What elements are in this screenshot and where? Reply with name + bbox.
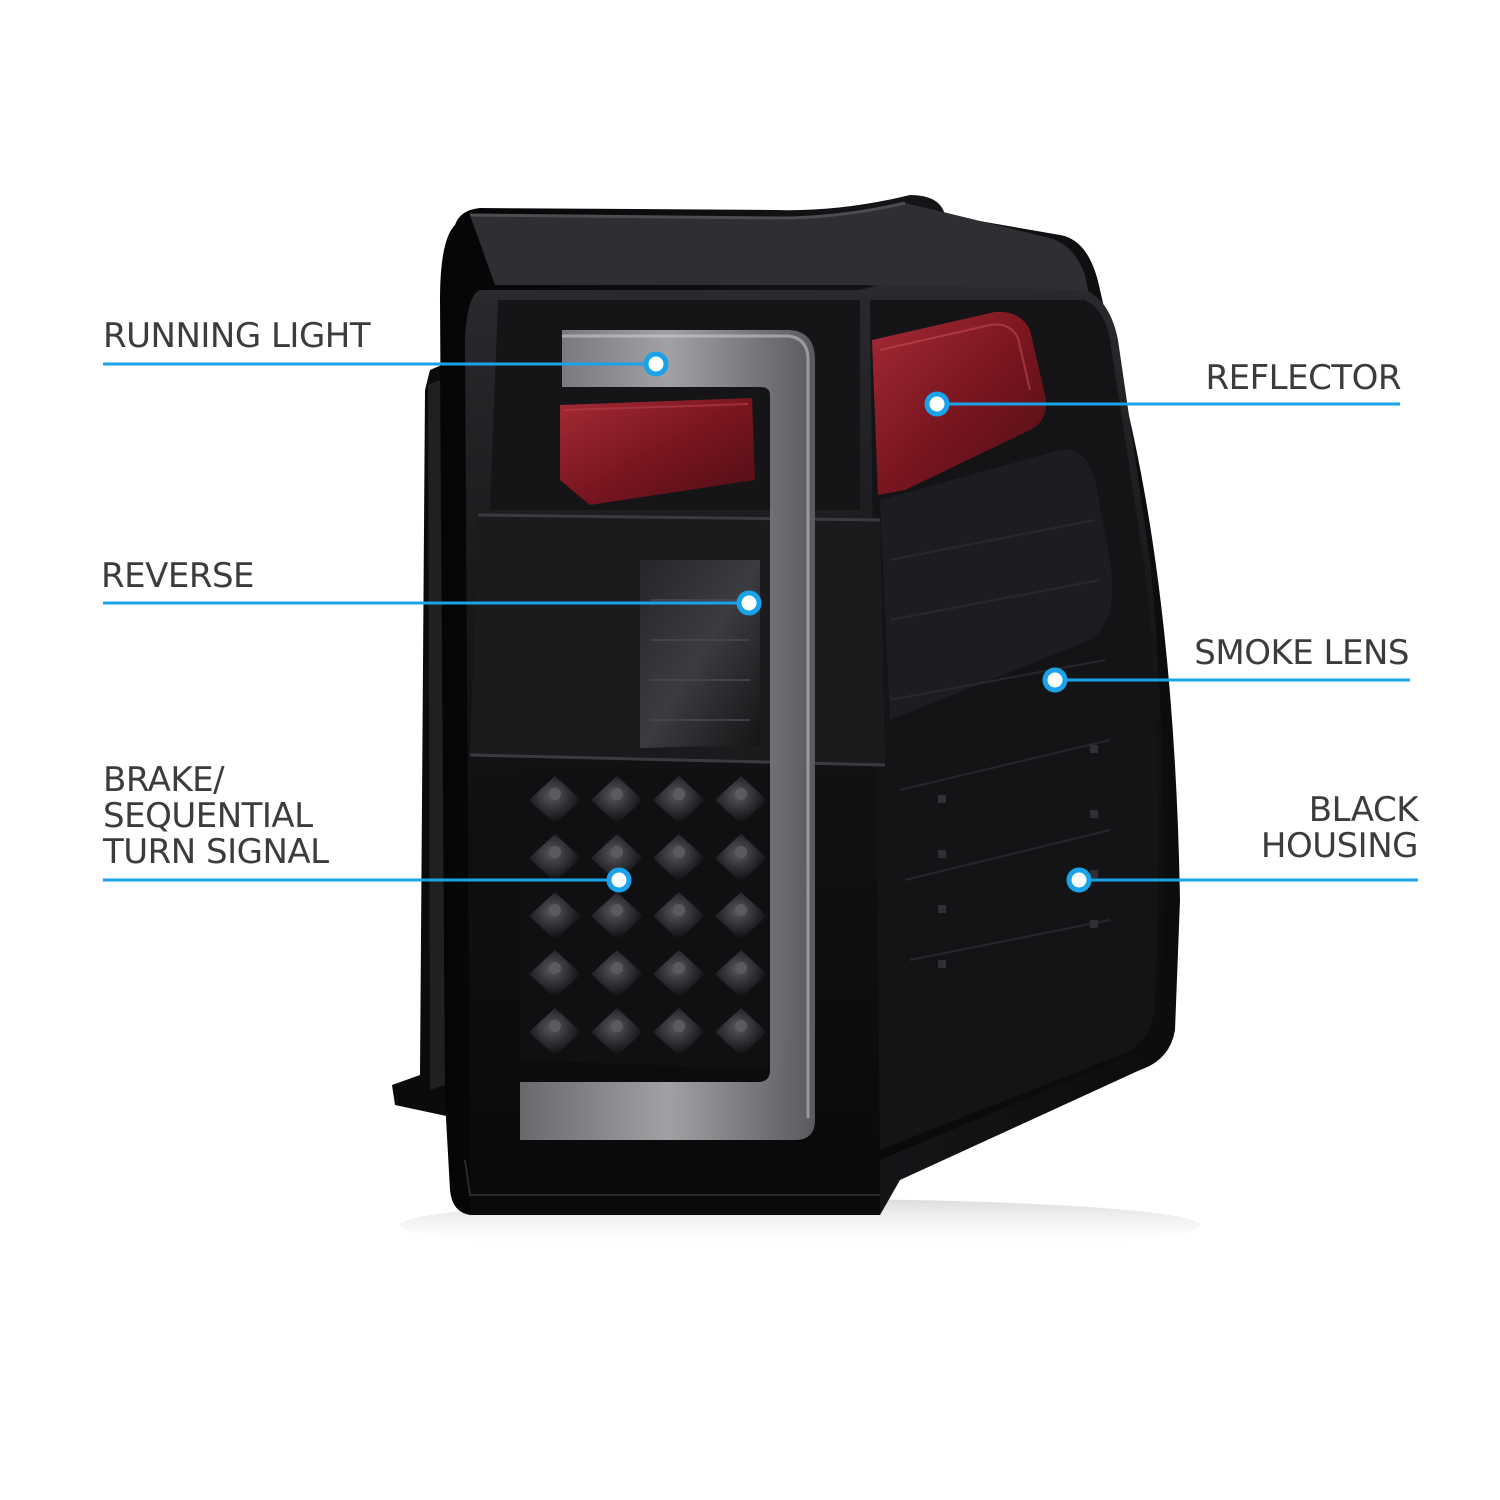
led-dot xyxy=(735,788,747,800)
led-dot xyxy=(549,962,561,974)
led-dot xyxy=(611,846,623,858)
led-dot xyxy=(735,904,747,916)
label-line: REFLECTOR xyxy=(1205,358,1402,398)
marker-brake xyxy=(606,867,632,893)
label-line: SMOKE LENS xyxy=(1194,633,1409,673)
label-line: TURN SIGNAL xyxy=(103,832,329,872)
led-dot xyxy=(549,846,561,858)
marker-smoke-lens xyxy=(1042,667,1068,693)
marker-running-light xyxy=(643,351,669,377)
label-black-housing: BLACK HOUSING xyxy=(1260,790,1419,866)
label-smoke-lens: SMOKE LENS xyxy=(1194,635,1409,671)
led-dot xyxy=(673,788,685,800)
label-brake-sequential-turn-signal: BRAKE/ SEQUENTIAL TURN SIGNAL xyxy=(103,762,329,870)
label-running-light: RUNNING LIGHT xyxy=(103,316,371,356)
label-line: SEQUENTIAL xyxy=(103,796,313,836)
led-grid xyxy=(529,776,767,1056)
label-reflector: REFLECTOR xyxy=(1205,358,1402,398)
led-dot xyxy=(611,904,623,916)
label-line: HOUSING xyxy=(1260,826,1419,866)
led-dot xyxy=(549,788,561,800)
led-dot xyxy=(673,846,685,858)
marker-black-housing xyxy=(1066,867,1092,893)
led-dot xyxy=(611,962,623,974)
led-dot xyxy=(735,1020,747,1032)
led-dot xyxy=(611,788,623,800)
led-dot xyxy=(673,904,685,916)
marker-reflector xyxy=(924,391,950,417)
led-dot xyxy=(549,1020,561,1032)
led-dot xyxy=(735,962,747,974)
led-dot xyxy=(735,846,747,858)
led-dot xyxy=(611,1020,623,1032)
marker-reverse xyxy=(736,590,762,616)
left-reflector xyxy=(560,398,755,505)
running-light-tube xyxy=(520,330,815,1140)
led-dot xyxy=(673,962,685,974)
led-dot xyxy=(549,904,561,916)
label-line: BRAKE/ xyxy=(103,760,225,800)
label-reverse: REVERSE xyxy=(101,556,255,596)
label-line: RUNNING LIGHT xyxy=(103,316,371,356)
label-line: REVERSE xyxy=(101,556,255,596)
label-line: BLACK xyxy=(1308,790,1419,830)
brake-led-panel xyxy=(520,770,785,1070)
led-dot xyxy=(673,1020,685,1032)
